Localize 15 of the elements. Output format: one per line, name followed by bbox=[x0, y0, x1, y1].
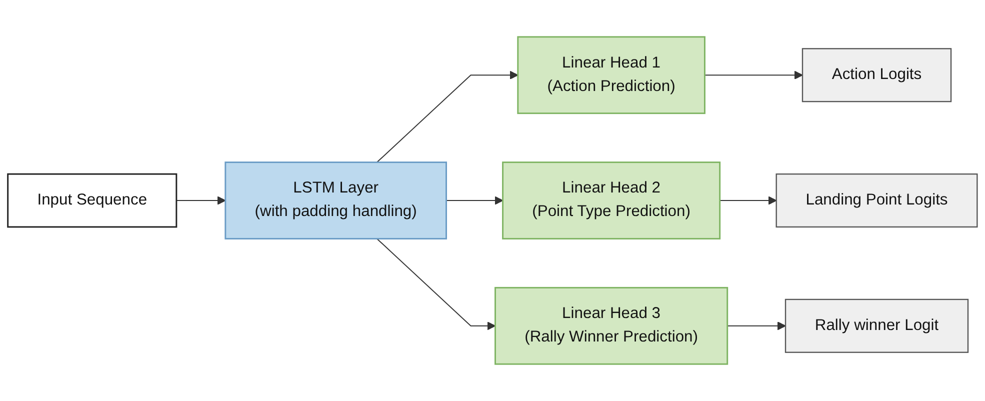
arrow bbox=[726, 322, 786, 330]
arrow bbox=[446, 196, 504, 205]
node-box: Action Logits bbox=[802, 48, 952, 102]
node-box: Linear Head 1 (Action Prediction) bbox=[517, 36, 706, 114]
arrow bbox=[719, 196, 777, 205]
arrow bbox=[376, 238, 496, 330]
node-box: Landing Point Logits bbox=[776, 173, 978, 228]
arrow bbox=[176, 196, 226, 205]
node-box: Linear Head 2 (Point Type Prediction) bbox=[502, 162, 721, 240]
node-box: LSTM Layer (with padding handling) bbox=[224, 162, 447, 240]
arrow bbox=[704, 70, 803, 80]
node-box: Input Sequence bbox=[7, 173, 178, 228]
arrow bbox=[376, 70, 518, 163]
node-box: Linear Head 3 (Rally Winner Prediction) bbox=[494, 286, 728, 365]
node-box: Rally winner Logit bbox=[784, 298, 969, 353]
